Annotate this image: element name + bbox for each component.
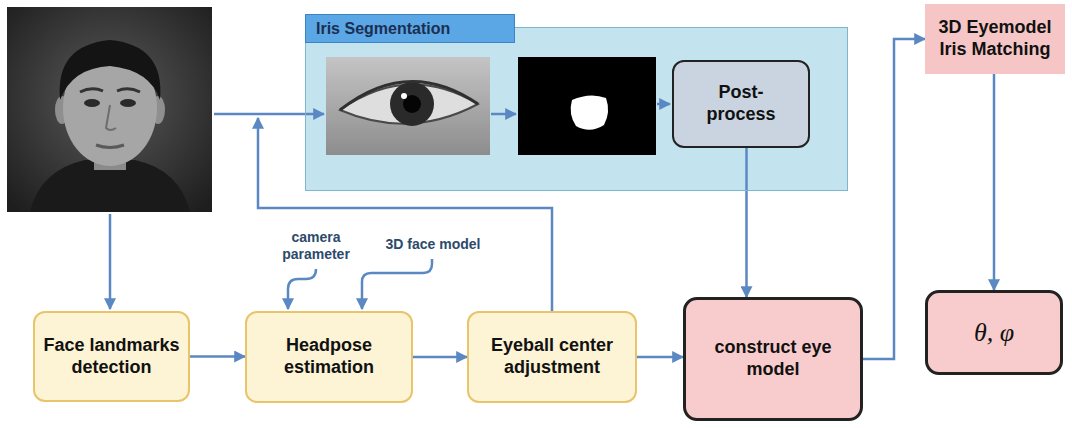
- input-label: 3D face model: [377, 236, 489, 253]
- process-box: Post- process: [672, 60, 810, 148]
- output-box: θ, φ: [925, 290, 1063, 375]
- process-box: 3D Eyemodel Iris Matching: [925, 4, 1065, 74]
- image-arrow: [657, 103, 670, 106]
- node-text: 3D Eyemodel Iris Matching: [933, 17, 1057, 60]
- flow-arrow: [745, 148, 748, 297]
- flow-arrow: [993, 74, 996, 290]
- process-box: Face landmarks detection: [33, 311, 190, 402]
- image-arrow: [109, 214, 112, 309]
- flow-arrow: [413, 356, 467, 359]
- face-photo: [7, 7, 212, 212]
- input-arrow: [288, 269, 316, 309]
- iris-mask: [518, 57, 656, 155]
- input-label: camera parameter: [270, 229, 362, 263]
- node-text: Face landmarks detection: [43, 335, 180, 378]
- panel-fill: [305, 27, 848, 191]
- image-arrow: [214, 113, 324, 116]
- node-text: Post- process: [682, 82, 800, 125]
- node-text: θ, φ: [974, 317, 1014, 348]
- flow-arrow: [190, 355, 245, 358]
- flow-arrow: [637, 356, 683, 359]
- flow-arrow: [258, 118, 552, 311]
- node-text: Headpose estimation: [255, 335, 403, 378]
- flow-wires: [110, 104, 670, 309]
- eye-image: [326, 57, 490, 155]
- node-text: construct eye model: [694, 337, 852, 380]
- node-text: Eyeball center adjustment: [477, 335, 627, 378]
- flow-arrow: [863, 39, 925, 359]
- process-box: construct eye model: [683, 297, 863, 421]
- segmentation-panel: Iris SegmentationPost- process: [305, 27, 848, 191]
- process-box: Eyeball center adjustment: [467, 311, 637, 403]
- process-box: Headpose estimation: [245, 311, 413, 403]
- image-arrow: [491, 113, 516, 116]
- input-arrow: [362, 259, 432, 309]
- panel-title: Iris Segmentation: [305, 14, 515, 43]
